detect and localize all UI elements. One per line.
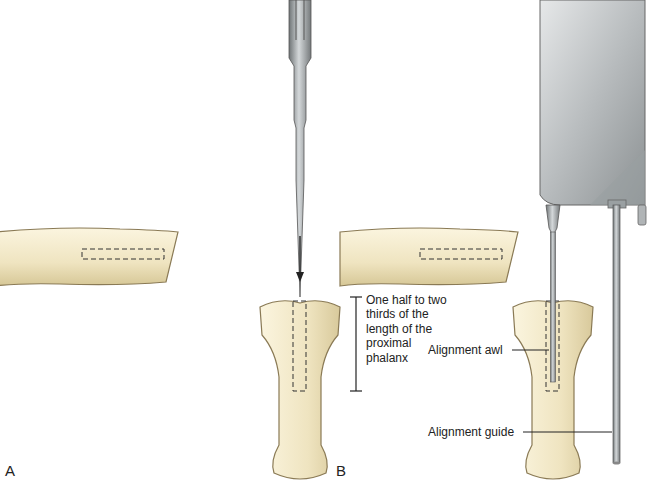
part-label: Alignment guide [428,425,520,439]
leader-line [512,350,549,351]
metatarsal-bone [340,228,518,286]
proximal-phalanx [260,301,340,479]
length-bracket [350,297,362,391]
leader-line [523,432,612,433]
part-label: Alignment awl [428,343,510,357]
awl [289,0,311,297]
panel-letter: B [336,462,356,480]
metatarsal-bone [0,228,178,286]
alignment-guide-block [540,0,646,465]
panel-letter: A [5,462,25,480]
